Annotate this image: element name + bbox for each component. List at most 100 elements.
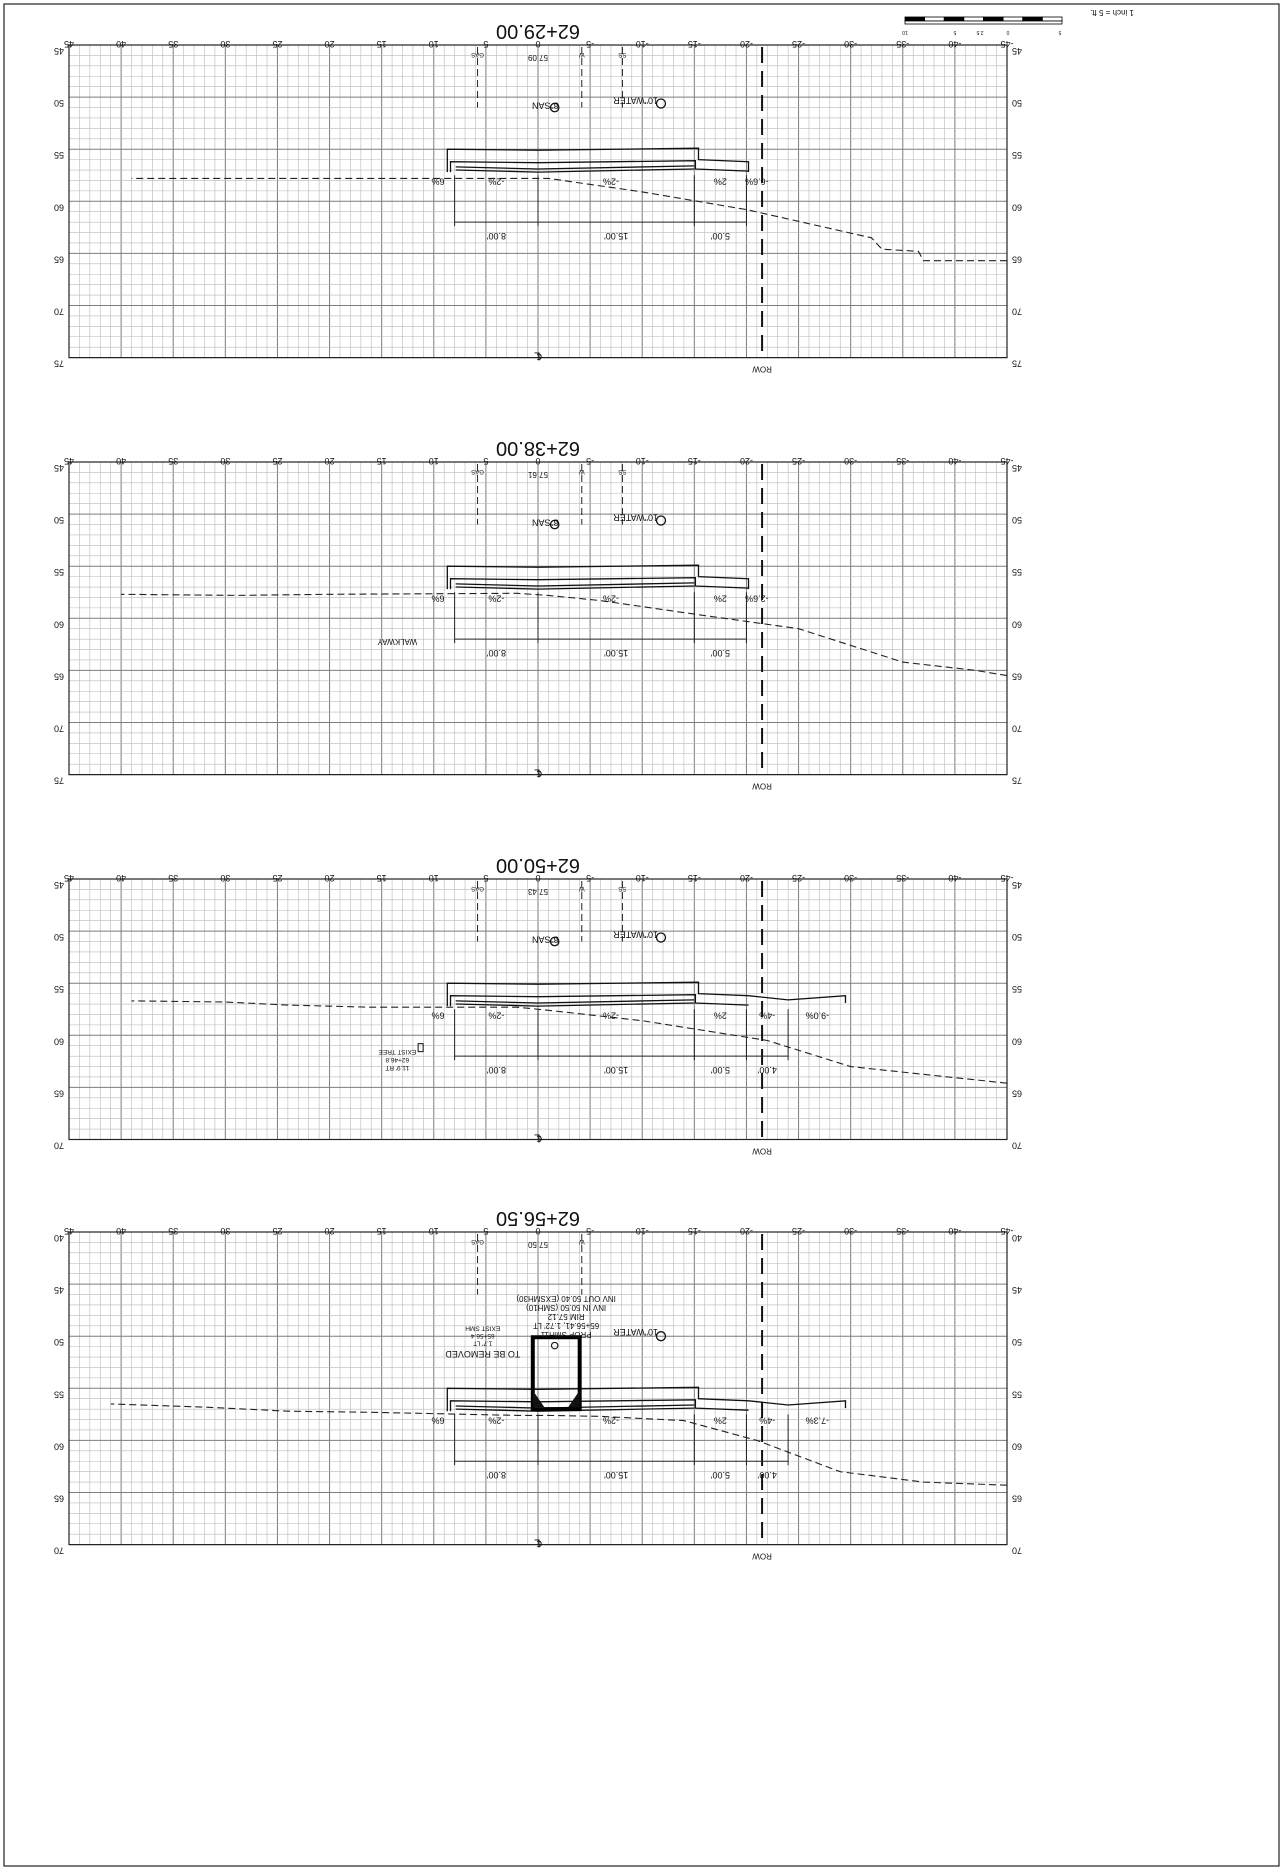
elevation-tick-label: 45 <box>54 880 64 890</box>
dimension-label: 8.00' <box>486 1065 506 1075</box>
manhole-pipe <box>550 1341 559 1350</box>
offset-tick-label: 15 <box>377 1226 387 1236</box>
slope-label: 6% <box>431 1010 444 1020</box>
sanitary-pipe-label: 8"SAN <box>532 101 559 111</box>
offset-tick-label: -30 <box>844 873 857 883</box>
offset-tick-label: 35 <box>168 1226 178 1236</box>
pavement-outline <box>446 1386 847 1412</box>
right-of-way-label: ROW <box>752 782 772 791</box>
section-frame <box>68 878 1008 1141</box>
utility-label: W <box>579 885 585 891</box>
offset-tick-label: 45 <box>64 456 74 466</box>
offset-tick-label: -10 <box>636 39 649 49</box>
offset-tick-label: 15 <box>377 39 387 49</box>
pavement-outline <box>446 147 750 173</box>
utility-label: SS <box>618 885 626 891</box>
offset-tick-label: 45 <box>64 873 74 883</box>
section-frame <box>68 1231 1008 1546</box>
scale-bar-tick: 5 <box>953 29 956 35</box>
tree-icon <box>417 1043 424 1053</box>
elevation-tick-label: 50 <box>1012 515 1022 525</box>
offset-tick-label: -45 <box>1000 456 1013 466</box>
elevation-tick-label: 55 <box>54 984 64 994</box>
elevation-tick-label: 65 <box>54 1494 64 1504</box>
utility-label: W <box>579 51 585 57</box>
elevation-tick-label: 45 <box>1012 463 1022 473</box>
offset-tick-label: -40 <box>948 873 961 883</box>
water-pipe <box>655 515 667 526</box>
pavement-subgrade <box>455 1407 695 1412</box>
section-station-title: 62+50.00 <box>496 854 580 876</box>
offset-tick-label: 0 <box>535 1226 540 1236</box>
elevation-tick-label: 75 <box>54 776 64 786</box>
utility-label: GAS <box>471 51 484 57</box>
utility-label: GAS <box>471 468 484 474</box>
slope-label: -4% <box>759 1010 775 1020</box>
slope-label: -9.0% <box>806 1010 830 1020</box>
pavement-inner <box>449 1399 749 1412</box>
elevation-tick-label: 60 <box>1012 1036 1022 1046</box>
scale-bar-segment <box>983 16 1004 22</box>
scale-bar-tick: 10 <box>902 29 908 35</box>
elevation-tick-label: 50 <box>1012 98 1022 108</box>
elevation-tick-label: 70 <box>1012 1546 1022 1556</box>
slope-label: -2% <box>488 593 504 603</box>
elevation-tick-label: 65 <box>1012 254 1022 264</box>
slope-label: -2% <box>488 1415 504 1425</box>
offset-tick-label: 10 <box>429 1226 439 1236</box>
elevation-tick-label: 55 <box>1012 984 1022 994</box>
slope-label: -2% <box>488 176 504 186</box>
centerline-symbol: ℄ <box>534 1132 542 1144</box>
scale-bar-tick: 5 <box>1058 29 1061 35</box>
offset-tick-label: -35 <box>896 456 909 466</box>
utility-label: SS <box>618 51 626 57</box>
elevation-tick-label: 75 <box>1012 359 1022 369</box>
offset-tick-label: -5 <box>586 1226 594 1236</box>
elevation-tick-label: 45 <box>1012 1285 1022 1295</box>
section-grid <box>68 1231 1008 1546</box>
water-pipe-label: 10"WATER <box>613 1327 658 1337</box>
offset-tick-label: 5 <box>483 456 488 466</box>
section-frame <box>68 44 1008 359</box>
slope-label: -2% <box>603 1010 619 1020</box>
offset-tick-label: 20 <box>325 39 335 49</box>
scale-bar-segment <box>943 16 965 22</box>
sanitary-pipe-label: 8"SAN <box>532 935 559 945</box>
manhole-cone <box>568 1390 580 1408</box>
sanitary-pipe <box>549 102 560 113</box>
existing-manhole-note: EXIST SMH <box>465 1324 500 1331</box>
elevation-tick-label: 60 <box>54 1036 64 1046</box>
elevation-tick-label: 70 <box>1012 724 1022 734</box>
existing-manhole-note: TO BE REMOVED <box>445 1349 520 1359</box>
pavement-subgrade <box>455 585 695 590</box>
offset-tick-label: 15 <box>377 456 387 466</box>
offset-tick-label: -20 <box>740 456 753 466</box>
centerline-elevation: 57.09 <box>527 53 548 62</box>
offset-tick-label: -45 <box>1000 1226 1013 1236</box>
sanitary-pipe <box>549 936 560 947</box>
elevation-tick-label: 50 <box>1012 1337 1022 1347</box>
offset-tick-label: -5 <box>586 39 594 49</box>
manhole-note: INV OUT 50.40 (EXSMH30) <box>516 1294 616 1303</box>
offset-tick-label: -30 <box>844 1226 857 1236</box>
right-of-way-label: ROW <box>752 1147 772 1156</box>
elevation-tick-label: 65 <box>54 254 64 264</box>
centerline-elevation: 57.50 <box>527 1240 548 1249</box>
sheet-border <box>3 3 1280 1867</box>
elevation-tick-label: 55 <box>54 1389 64 1399</box>
section-station-title: 62+38.00 <box>496 437 580 459</box>
centerline-elevation: 57.61 <box>527 470 548 479</box>
offset-tick-label: 25 <box>272 39 282 49</box>
offset-tick-label: -25 <box>792 873 805 883</box>
slope-label: -6.6% <box>745 176 769 186</box>
offset-tick-label: 0 <box>535 456 540 466</box>
tree-note: 11.9' RT <box>385 1064 409 1071</box>
elevation-tick-label: 65 <box>54 671 64 681</box>
section-grid <box>68 461 1008 776</box>
dimension-label: 15.00' <box>604 231 629 241</box>
proposed-roadway <box>446 981 847 1007</box>
elevation-tick-label: 65 <box>54 1088 64 1098</box>
offset-tick-label: 40 <box>116 39 126 49</box>
